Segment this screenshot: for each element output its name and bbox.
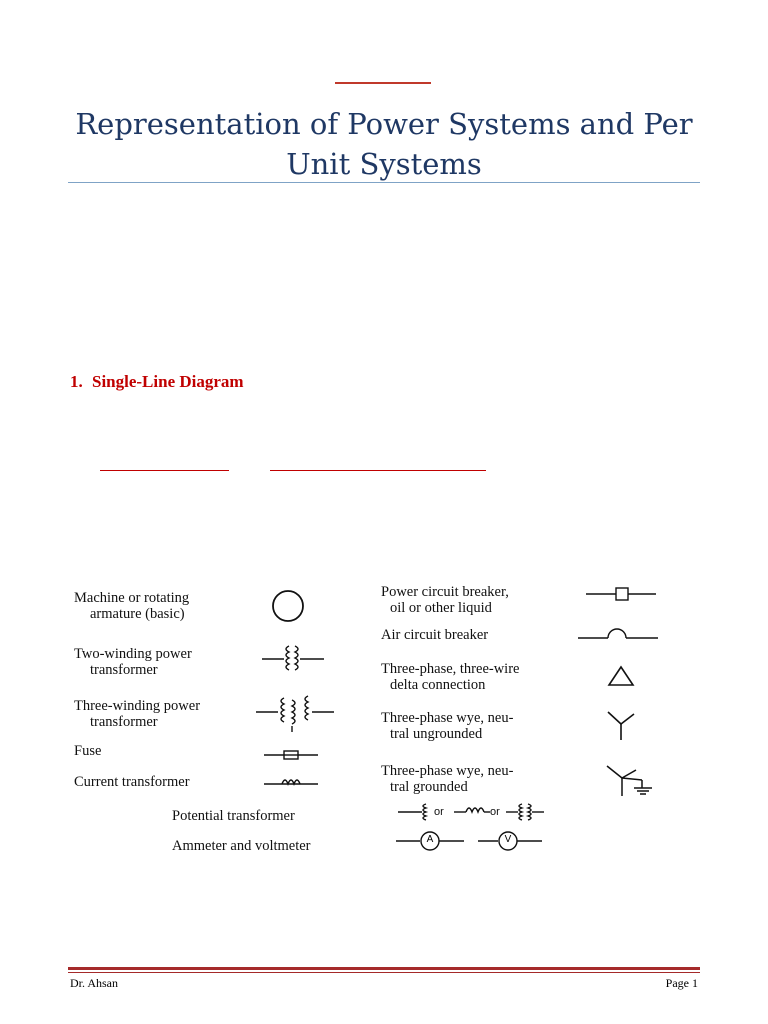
air-circuit-breaker-icon (578, 626, 658, 642)
label-potential-transformer: Potential transformer (172, 808, 295, 824)
fuse-icon (264, 748, 318, 762)
label-fuse: Fuse (74, 743, 102, 759)
potential-transformer-icons (398, 801, 548, 823)
label-wye-ungrounded: Three-phase wye, neu- tral ungrounded (381, 710, 514, 742)
page-title: Representation of Power Systems and Per … (40, 104, 728, 184)
label-air-breaker: Air circuit breaker (381, 627, 489, 643)
underline-right (270, 470, 486, 471)
footer-page-number: Page 1 (665, 976, 698, 990)
ammeter-icon (396, 830, 464, 852)
label-current-transformer: Current transformer (74, 774, 190, 790)
three-winding-transformer-icon (256, 692, 334, 732)
title-accent-bar (335, 82, 431, 84)
wye-grounded-icon (602, 762, 662, 800)
current-transformer-icon (264, 774, 318, 790)
delta-connection-icon (606, 664, 636, 688)
label-meters: Ammeter and voltmeter (172, 838, 311, 854)
section-number: 1. (70, 372, 83, 391)
underline-left (100, 470, 229, 471)
section-title: Single-Line Diagram (92, 372, 244, 391)
section-heading: 1. Single-Line Diagram (70, 372, 244, 392)
or-label-2: or (490, 806, 500, 818)
footer-rule-thick (68, 967, 700, 970)
or-label-1: or (434, 806, 444, 818)
ammeter-label: A (426, 834, 434, 845)
power-circuit-breaker-icon (586, 586, 656, 602)
voltmeter-icon (478, 830, 542, 852)
label-power-breaker: Power circuit breaker, oil or other liqu… (381, 584, 509, 616)
machine-symbol-icon (268, 588, 308, 624)
page-title-line1: Representation of Power Systems and Per (75, 107, 693, 141)
label-two-winding: Two-winding power transformer (74, 646, 192, 678)
voltmeter-label: V (504, 834, 512, 845)
footer-author: Dr. Ahsan (70, 976, 118, 990)
label-delta: Three-phase, three-wire delta connection (381, 661, 520, 693)
two-winding-transformer-icon (262, 642, 324, 676)
footer-rule-thin (68, 972, 700, 973)
label-machine: Machine or rotating armature (basic) (74, 590, 190, 622)
label-wye-grounded: Three-phase wye, neu- tral grounded (381, 763, 514, 795)
label-three-winding: Three-winding power transformer (74, 698, 201, 730)
page-title-line2: Unit Systems (286, 147, 482, 181)
wye-ungrounded-icon (604, 708, 638, 742)
title-divider (68, 182, 700, 183)
